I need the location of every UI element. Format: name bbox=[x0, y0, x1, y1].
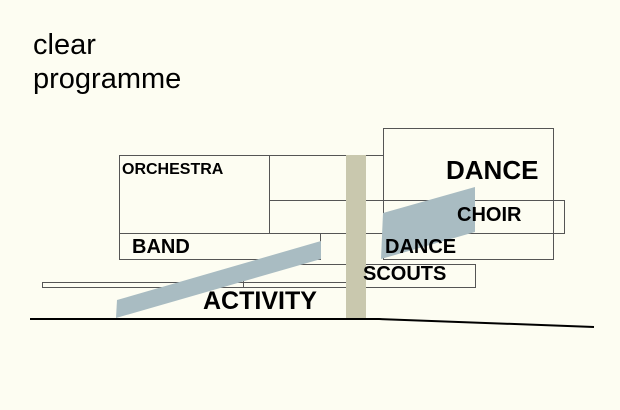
orchestra-label: ORCHESTRA bbox=[122, 161, 224, 178]
connector-box bbox=[269, 155, 384, 201]
scouts-label: SCOUTS bbox=[363, 263, 447, 285]
diagonal-band-right bbox=[381, 187, 475, 259]
title-line-2: programme bbox=[33, 63, 182, 95]
ground-line bbox=[30, 318, 595, 328]
diagonal-band-left bbox=[116, 241, 321, 318]
band-label: BAND bbox=[132, 236, 190, 258]
slide-title: clear programme bbox=[33, 28, 181, 96]
dance-top-label: DANCE bbox=[446, 155, 539, 185]
title-line-1: clear bbox=[33, 29, 96, 61]
vertical-band bbox=[346, 155, 366, 318]
choir-label: CHOIR bbox=[457, 204, 522, 226]
dance-bottom-label: DANCE bbox=[385, 236, 457, 258]
activity-label: ACTIVITY bbox=[203, 287, 317, 315]
